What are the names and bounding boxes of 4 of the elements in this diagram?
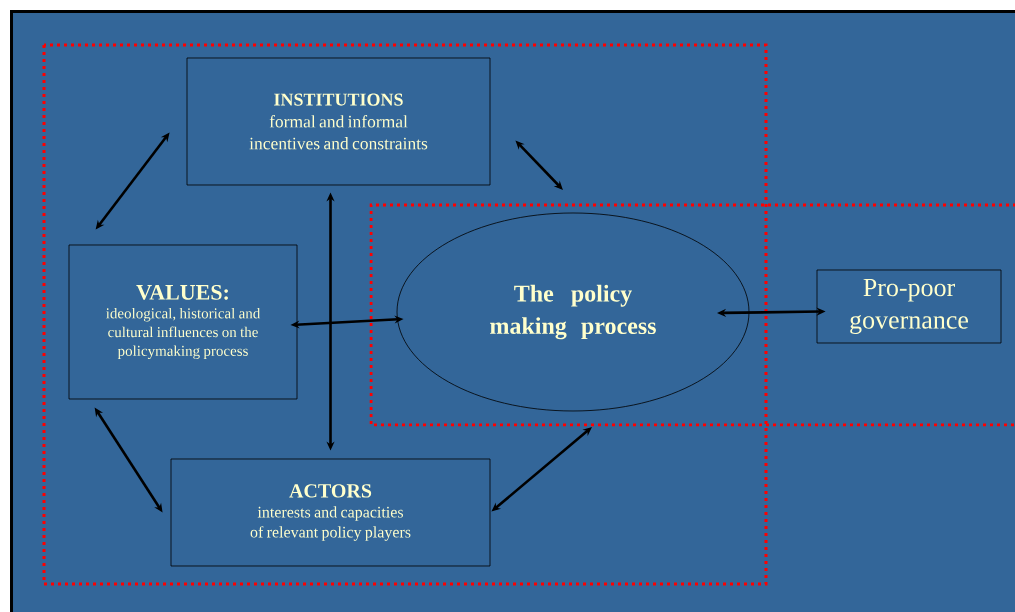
text-box: ACTORS interests and capacities of relevant policy players xyxy=(170,458,491,567)
text-box: INSTITUTIONS formal and informal incentives and constraints xyxy=(186,57,491,186)
text-box: VALUES: ideological, historical and cultural influences on the policymaking process xyxy=(68,244,298,400)
text-box: Pro-poor governance xyxy=(816,269,1002,344)
